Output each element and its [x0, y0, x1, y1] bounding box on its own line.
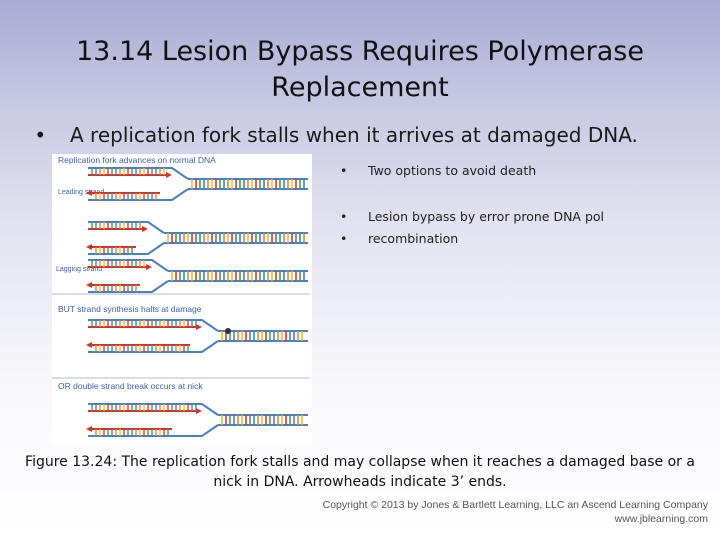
side-bullet-text: Lesion bypass by error prone DNA pol: [368, 209, 605, 224]
main-bullet-text: A replication fork stalls when it arrive…: [70, 123, 638, 147]
main-bullet: • A replication fork stalls when it arriv…: [28, 122, 708, 148]
panel-label-normal: Replication fork advances on normal DNA: [58, 155, 216, 165]
template-strand: [88, 340, 219, 353]
side-bullet-text: recombination: [368, 231, 459, 246]
template-strand: [88, 280, 169, 293]
strand-arrowhead: [86, 190, 92, 196]
strand-arrowhead: [142, 226, 148, 232]
bullet-marker: •: [28, 123, 47, 147]
template-strand: [88, 403, 219, 416]
publisher-url: www.jblearning.com: [614, 513, 708, 525]
dna-lesion: [225, 328, 231, 334]
strand-arrowhead: [196, 408, 202, 414]
replication-fork-diagram: Replication fork advances on normal DNA …: [52, 154, 312, 444]
bullet-marker: •: [340, 209, 348, 224]
replication-fork-figure: Replication fork advances on normal DNA …: [52, 154, 312, 444]
template-strand: [88, 424, 219, 437]
strand-arrowhead: [196, 324, 202, 330]
copyright-notice: Copyright © 2013 by Jones & Bartlett Lea…: [323, 498, 708, 526]
strand-arrowhead: [86, 426, 92, 432]
side-bullet-text: Two options to avoid death: [368, 163, 537, 178]
strand-arrowhead: [166, 172, 172, 178]
side-bullet: • Two options to avoid death: [340, 160, 670, 182]
figure-background: [52, 154, 312, 444]
strand-arrowhead: [146, 264, 152, 270]
side-bullet: • recombination: [340, 228, 670, 250]
slide-title: 13.14 Lesion Bypass Requires Polymerase …: [76, 36, 644, 103]
lagging-strand-label: Lagging strand: [56, 266, 102, 273]
template-strand: [88, 319, 219, 332]
panel-label-halts: BUT strand synthesis halts at damage: [58, 304, 202, 314]
strand-arrowhead: [86, 244, 92, 250]
template-strand: [88, 259, 169, 272]
copyright-line: Copyright © 2013 by Jones & Bartlett Lea…: [322, 499, 708, 511]
bullet-marker: •: [340, 231, 348, 246]
bullet-marker: •: [340, 163, 348, 178]
figure-caption: Figure 13.24: The replication fork stall…: [25, 454, 695, 490]
strand-arrowhead: [86, 282, 92, 288]
panel-label-break: OR double strand break occurs at nick: [58, 381, 203, 391]
leading-strand-label: Leading strand: [58, 189, 104, 196]
options-list: • Two options to avoid death • Lesion by…: [340, 160, 670, 250]
fork-group: [86, 167, 308, 437]
strand-arrowhead: [86, 342, 92, 348]
side-bullet: • Lesion bypass by error prone DNA pol: [340, 206, 670, 228]
